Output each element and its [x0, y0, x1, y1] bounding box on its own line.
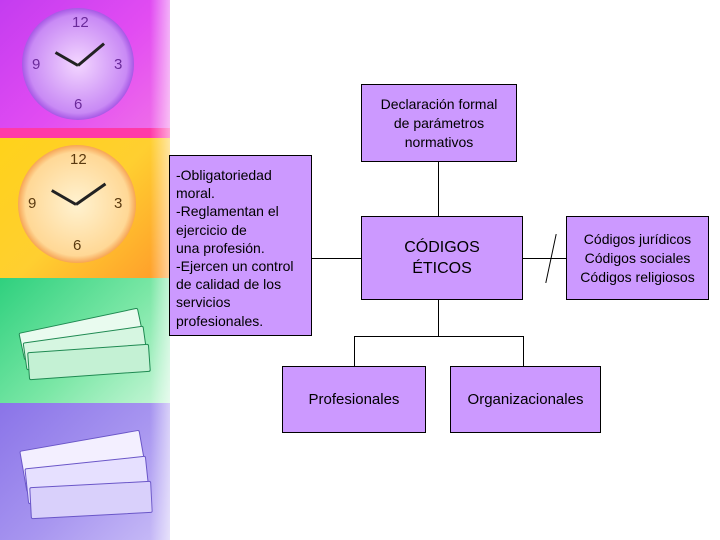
organizations-label: Organizacionales — [467, 391, 584, 408]
top-box-line-3: normativos — [404, 133, 474, 150]
code-types-box: Códigos jurídicos Códigos sociales Códig… — [566, 216, 709, 300]
formal-declaration-box: Declaración formal de parámetros normati… — [361, 84, 517, 162]
decorative-photo-strip: 12 3 6 9 12 3 6 9 — [0, 0, 170, 540]
center-box-line-2: ÉTICOS — [412, 260, 472, 277]
right-box-line-3: Códigos religiosos — [580, 268, 695, 285]
orange-clock-icon: 12 3 6 9 — [18, 145, 136, 263]
top-box-line-1: Declaración formal — [380, 95, 498, 112]
connector-bottom-stem — [438, 300, 439, 336]
left-box-line-2: moral. — [176, 185, 215, 202]
strip-edge-fade — [150, 0, 170, 540]
left-box-line-9: profesionales. — [176, 312, 264, 329]
connector-bottom-right — [523, 336, 524, 366]
left-box-line-8: servicios — [176, 294, 231, 311]
purple-clock-icon: 12 3 6 9 — [22, 8, 134, 120]
connector-bottom-left — [354, 336, 355, 366]
right-box-line-2: Códigos sociales — [584, 249, 691, 266]
left-box-line-6: -Ejercen un control — [176, 258, 294, 275]
left-box-line-5: una profesión. — [176, 239, 265, 256]
connector-right — [522, 258, 566, 259]
lavender-paper-stack-icon — [10, 410, 160, 530]
connector-left — [312, 258, 362, 259]
left-box-line-4: ejercicio de — [176, 221, 247, 238]
connector-bottom-bar — [354, 336, 524, 337]
professionals-box: Profesionales — [282, 366, 426, 433]
green-paper-stack-icon — [10, 290, 160, 390]
organizations-box: Organizacionales — [450, 366, 601, 433]
left-box-line-1: -Obligatoriedad — [176, 167, 272, 183]
top-box-line-2: de parámetros — [393, 114, 485, 131]
ethical-codes-box: CÓDIGOS ÉTICOS — [361, 216, 523, 300]
characteristics-box: -Obligatoriedad moral. -Reglamentan el e… — [169, 155, 312, 336]
pink-divider — [0, 128, 170, 138]
right-box-line-1: Códigos jurídicos — [583, 230, 692, 247]
connector-top — [438, 162, 439, 216]
left-box-line-3: -Reglamentan el — [176, 203, 279, 220]
center-box-line-1: CÓDIGOS — [404, 239, 480, 256]
left-box-line-7: de calidad de los — [176, 276, 282, 293]
professionals-label: Profesionales — [308, 391, 400, 408]
